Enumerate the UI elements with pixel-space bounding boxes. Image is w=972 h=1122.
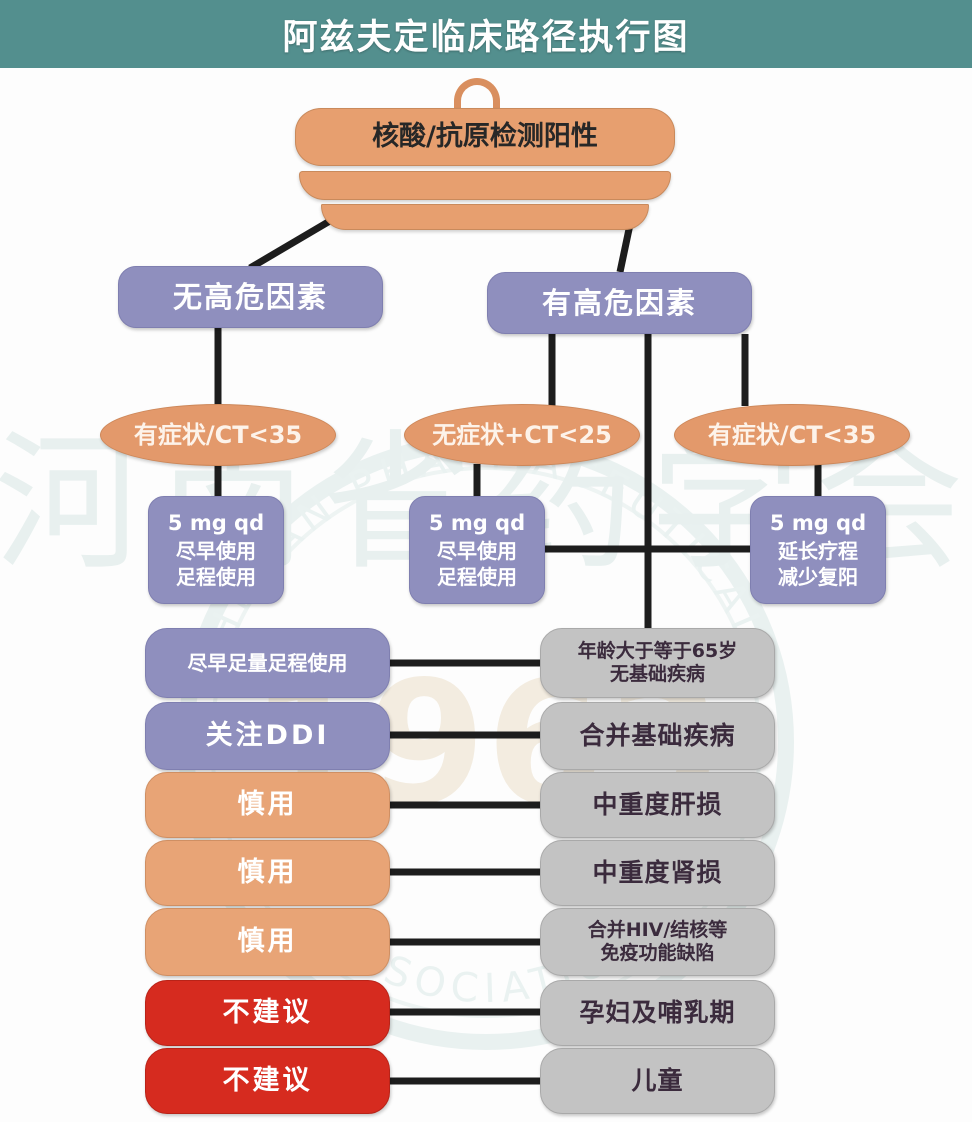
pot-handle-icon (454, 78, 500, 116)
node-treatment-3-dose: 5 mg qd (769, 511, 867, 536)
pair-3-recommendation[interactable]: 慎用 (145, 840, 390, 906)
pair-6-recommendation[interactable]: 不建议 (145, 1048, 390, 1114)
node-criteria-1[interactable]: 有症状/CT<35 (100, 404, 336, 466)
node-criteria-2[interactable]: 无症状+CT<25 (404, 404, 640, 466)
pair-2-recommendation[interactable]: 慎用 (145, 772, 390, 838)
node-no-risk-factors-label: 无高危因素 (172, 279, 328, 314)
pair-6-condition-line1: 儿童 (631, 1065, 684, 1095)
node-treatment-1-line2: 尽早使用 (176, 538, 256, 563)
pair-4-recommendation-label: 慎用 (237, 925, 298, 957)
pair-0-condition-line2: 无基础疾病 (609, 663, 705, 685)
pair-1-condition[interactable]: 合并基础疾病 (540, 702, 775, 770)
pair-4-condition-line1: 合并HIV/结核等 (587, 918, 728, 941)
node-treatment-2-line2: 尽早使用 (437, 538, 517, 563)
pair-0-recommendation-label: 尽早足量足程使用 (187, 650, 348, 675)
title-bar: 阿兹夫定临床路径执行图 (0, 0, 972, 68)
pair-6-recommendation-label: 不建议 (222, 1064, 313, 1096)
pair-0-condition[interactable]: 年龄大于等于65岁无基础疾病 (540, 628, 775, 698)
node-treatment-3-line2: 延长疗程 (778, 538, 858, 563)
pair-4-condition[interactable]: 合并HIV/结核等免疫功能缺陷 (540, 908, 775, 976)
node-treatment-3[interactable]: 5 mg qd 延长疗程 减少复阳 (750, 496, 886, 604)
node-treatment-1[interactable]: 5 mg qd 尽早使用 足程使用 (148, 496, 284, 604)
pair-3-condition-line1: 中重度肾损 (592, 857, 723, 887)
pair-0-condition-line1: 年龄大于等于65岁 (577, 639, 738, 662)
node-criteria-3[interactable]: 有症状/CT<35 (674, 404, 910, 466)
pair-2-condition-line1: 中重度肝损 (592, 789, 723, 819)
node-has-risk-factors[interactable]: 有高危因素 (487, 272, 752, 334)
pot-middle-band (299, 171, 671, 200)
node-root-label-band: 核酸/抗原检测阳性 (295, 108, 675, 166)
node-no-risk-factors[interactable]: 无高危因素 (118, 266, 383, 328)
node-criteria-2-label: 无症状+CT<25 (432, 420, 612, 449)
node-criteria-1-label: 有症状/CT<35 (133, 420, 303, 449)
node-treatment-1-dose: 5 mg qd (167, 511, 265, 536)
pair-2-recommendation-label: 慎用 (237, 788, 298, 820)
pair-3-condition[interactable]: 中重度肾损 (540, 840, 775, 906)
node-treatment-2[interactable]: 5 mg qd 尽早使用 足程使用 (409, 496, 545, 604)
pair-1-condition-line1: 合并基础疾病 (579, 720, 736, 750)
pair-5-recommendation-label: 不建议 (222, 996, 313, 1028)
node-treatment-1-line3: 足程使用 (176, 564, 256, 589)
pair-5-condition-line1: 孕妇及哺乳期 (579, 997, 736, 1027)
node-criteria-3-label: 有症状/CT<35 (707, 420, 877, 449)
pair-6-condition[interactable]: 儿童 (540, 1048, 775, 1114)
wire-root-to-no-risk (248, 211, 342, 272)
node-has-risk-factors-label: 有高危因素 (541, 285, 697, 320)
pair-1-recommendation[interactable]: 关注DDI (145, 702, 390, 770)
pair-5-recommendation[interactable]: 不建议 (145, 980, 390, 1046)
page-title: 阿兹夫定临床路径执行图 (282, 17, 690, 58)
node-treatment-2-line3: 足程使用 (437, 564, 517, 589)
node-treatment-2-dose: 5 mg qd (428, 511, 526, 536)
pair-0-recommendation[interactable]: 尽早足量足程使用 (145, 628, 390, 698)
pair-1-recommendation-label: 关注DDI (205, 719, 330, 751)
pot-bottom-band (321, 204, 649, 230)
node-treatment-3-line3: 减少复阳 (778, 564, 858, 589)
pair-2-condition[interactable]: 中重度肝损 (540, 772, 775, 838)
pair-4-recommendation[interactable]: 慎用 (145, 908, 390, 976)
node-root-test-positive[interactable]: 核酸/抗原检测阳性 (285, 78, 685, 230)
pair-4-condition-line2: 免疫功能缺陷 (600, 942, 715, 964)
pair-3-recommendation-label: 慎用 (237, 856, 298, 888)
node-root-label: 核酸/抗原检测阳性 (372, 121, 598, 153)
pair-5-condition[interactable]: 孕妇及哺乳期 (540, 980, 775, 1046)
